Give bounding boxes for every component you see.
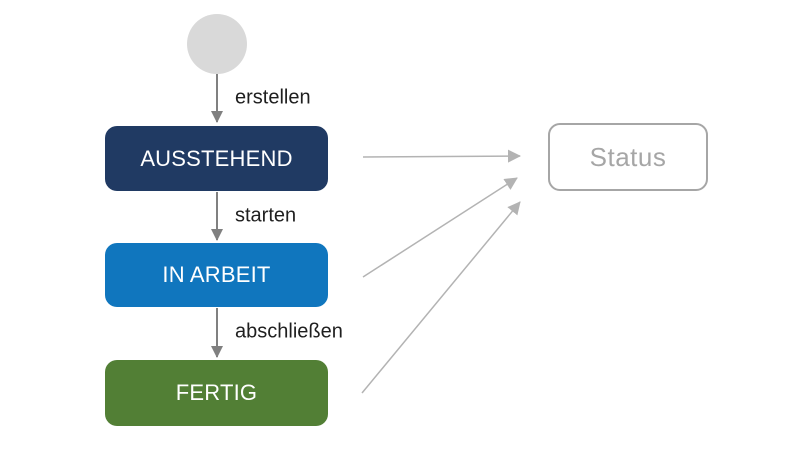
transition-label-starten: starten	[235, 204, 297, 227]
initial-state-node	[187, 14, 247, 74]
state-node-ausstehend: AUSSTEHEND	[105, 126, 328, 191]
status-arrow-from-in-arbeit	[362, 177, 518, 278]
transition-label-erstellen: erstellen	[235, 86, 311, 109]
status-arrow-from-fertig	[361, 201, 521, 394]
transition-label-abschliessen: abschließen	[235, 320, 343, 343]
status-node: Status	[548, 123, 708, 191]
status-arrow-from-ausstehend	[362, 149, 521, 163]
state-node-in-arbeit: IN ARBEIT	[105, 243, 328, 307]
state-node-fertig: FERTIG	[105, 360, 328, 426]
